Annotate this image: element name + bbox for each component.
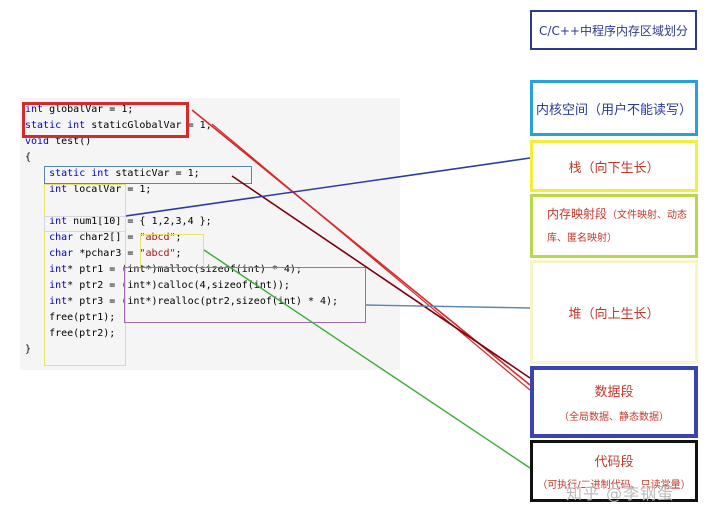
code-token-rest: *pchar3 = (73, 248, 140, 259)
region-mmap-title: 内存映射段 (547, 207, 608, 221)
code-token-rest: test() (49, 136, 92, 147)
code-token-tail: ; (175, 248, 182, 259)
code-line: int* ptr3 = (int*)realloc(ptr2,sizeof(in… (25, 294, 338, 310)
connector-staticvar-to-data (231, 175, 531, 379)
code-token-kw: static int (25, 120, 86, 131)
heap-alloc-highlight (124, 267, 366, 323)
region-heap: 堆（向上生长） (530, 260, 698, 364)
code-token-pre: free(ptr2); (25, 328, 116, 339)
global-vars-highlight (22, 102, 189, 138)
code-token-kw: int (49, 296, 68, 307)
code-token-rest: * ptr1 = (int*)malloc(sizeof(int) * 4); (67, 264, 302, 275)
code-token-kw: void (25, 136, 50, 147)
code-token-str: "abcd" (139, 248, 176, 259)
code-line: static int staticGlobalVar = 1; (25, 118, 212, 134)
code-token-rest: * ptr3 = (int*)realloc(ptr2,sizeof(int) … (67, 296, 339, 307)
code-line: int num1[10] = { 1,2,3,4 }; (25, 214, 212, 230)
code-line: free(ptr2); (25, 326, 115, 342)
region-code: 代码段 （可执行/二进制代码、只读常量） (530, 440, 698, 502)
code-token-kw: char (49, 232, 74, 243)
region-stack-title: 栈（向下生长） (568, 160, 660, 176)
connector-local-to-stack (125, 157, 531, 217)
code-token-pre: free(ptr1); (25, 312, 116, 323)
watermark: 知乎 @李钢蛋 (566, 484, 675, 503)
code-line: static int staticVar = 1; (25, 166, 200, 182)
code-token-tail: ; (175, 232, 182, 243)
static-var-highlight (44, 166, 252, 184)
code-token-kw: int (49, 216, 68, 227)
stack-vars-highlight (44, 184, 126, 366)
code-line: int globalVar = 1; (25, 102, 133, 118)
code-line: free(ptr1); (25, 310, 115, 326)
code-token-kw: int (49, 184, 68, 195)
region-kernel-title: 内核空间（用户不能读写） (535, 102, 692, 118)
diagram-title: C/C++中程序内存区域划分 (539, 23, 688, 38)
connector-heap-to-heap (365, 304, 531, 309)
code-token-rest: localVar = 1; (67, 184, 152, 195)
code-token-rest: globalVar = 1; (43, 104, 134, 115)
region-data-sub: （全局数据、静态数据） (559, 412, 669, 423)
region-stack: 栈（向下生长） (530, 140, 698, 192)
code-line: { (25, 150, 31, 166)
code-token-rest: staticVar = 1; (109, 168, 200, 179)
region-kernel: 内核空间（用户不能读写） (530, 80, 698, 136)
code-line: char *pchar3 = "abcd"; (25, 246, 182, 262)
code-line: } (25, 342, 31, 358)
code-line: void test() (25, 134, 91, 150)
code-token-kw: static int (49, 168, 110, 179)
local-var-highlight (44, 216, 126, 232)
code-token-pre: { (25, 152, 32, 163)
code-token-kw: char (49, 248, 74, 259)
code-line: char char2[] = "abcd"; (25, 230, 182, 246)
connector-literal-to-code (203, 249, 531, 469)
code-line: int* ptr2 = (int*)calloc(4,sizeof(int)); (25, 278, 290, 294)
code-token-kw: int (25, 104, 44, 115)
code-token-kw: int (49, 264, 68, 275)
code-token-rest: num1[10] = { 1,2,3,4 }; (67, 216, 212, 227)
code-token-str: "abcd" (139, 232, 176, 243)
code-token-pre: } (25, 344, 32, 355)
region-mmap-sub: （文件映射、动态库、匿名映射） (547, 210, 688, 244)
code-token-rest: staticGlobalVar = 1; (85, 120, 212, 131)
region-heap-title: 堆（向上生长） (568, 306, 660, 322)
title-box: C/C++中程序内存区域划分 (530, 10, 697, 50)
code-line: int localVar = 1; (25, 182, 151, 198)
code-panel: int globalVar = 1;static int staticGloba… (20, 98, 400, 370)
code-token-rest: char2[] = (73, 232, 140, 243)
region-data-title: 数据段 (594, 385, 634, 400)
region-code-title: 代码段 (594, 455, 634, 470)
code-token-rest: * ptr2 = (int*)calloc(4,sizeof(int)); (67, 280, 290, 291)
region-mmap: 内存映射段（文件映射、动态库、匿名映射） (530, 194, 698, 258)
region-code-sub: （可执行/二进制代码、只读常量） (537, 480, 691, 491)
region-data: 数据段 （全局数据、静态数据） (530, 366, 698, 438)
code-token-kw: int (49, 280, 68, 291)
code-line: int* ptr1 = (int*)malloc(sizeof(int) * 4… (25, 262, 302, 278)
connector-staticglobal-to-data (211, 123, 531, 391)
